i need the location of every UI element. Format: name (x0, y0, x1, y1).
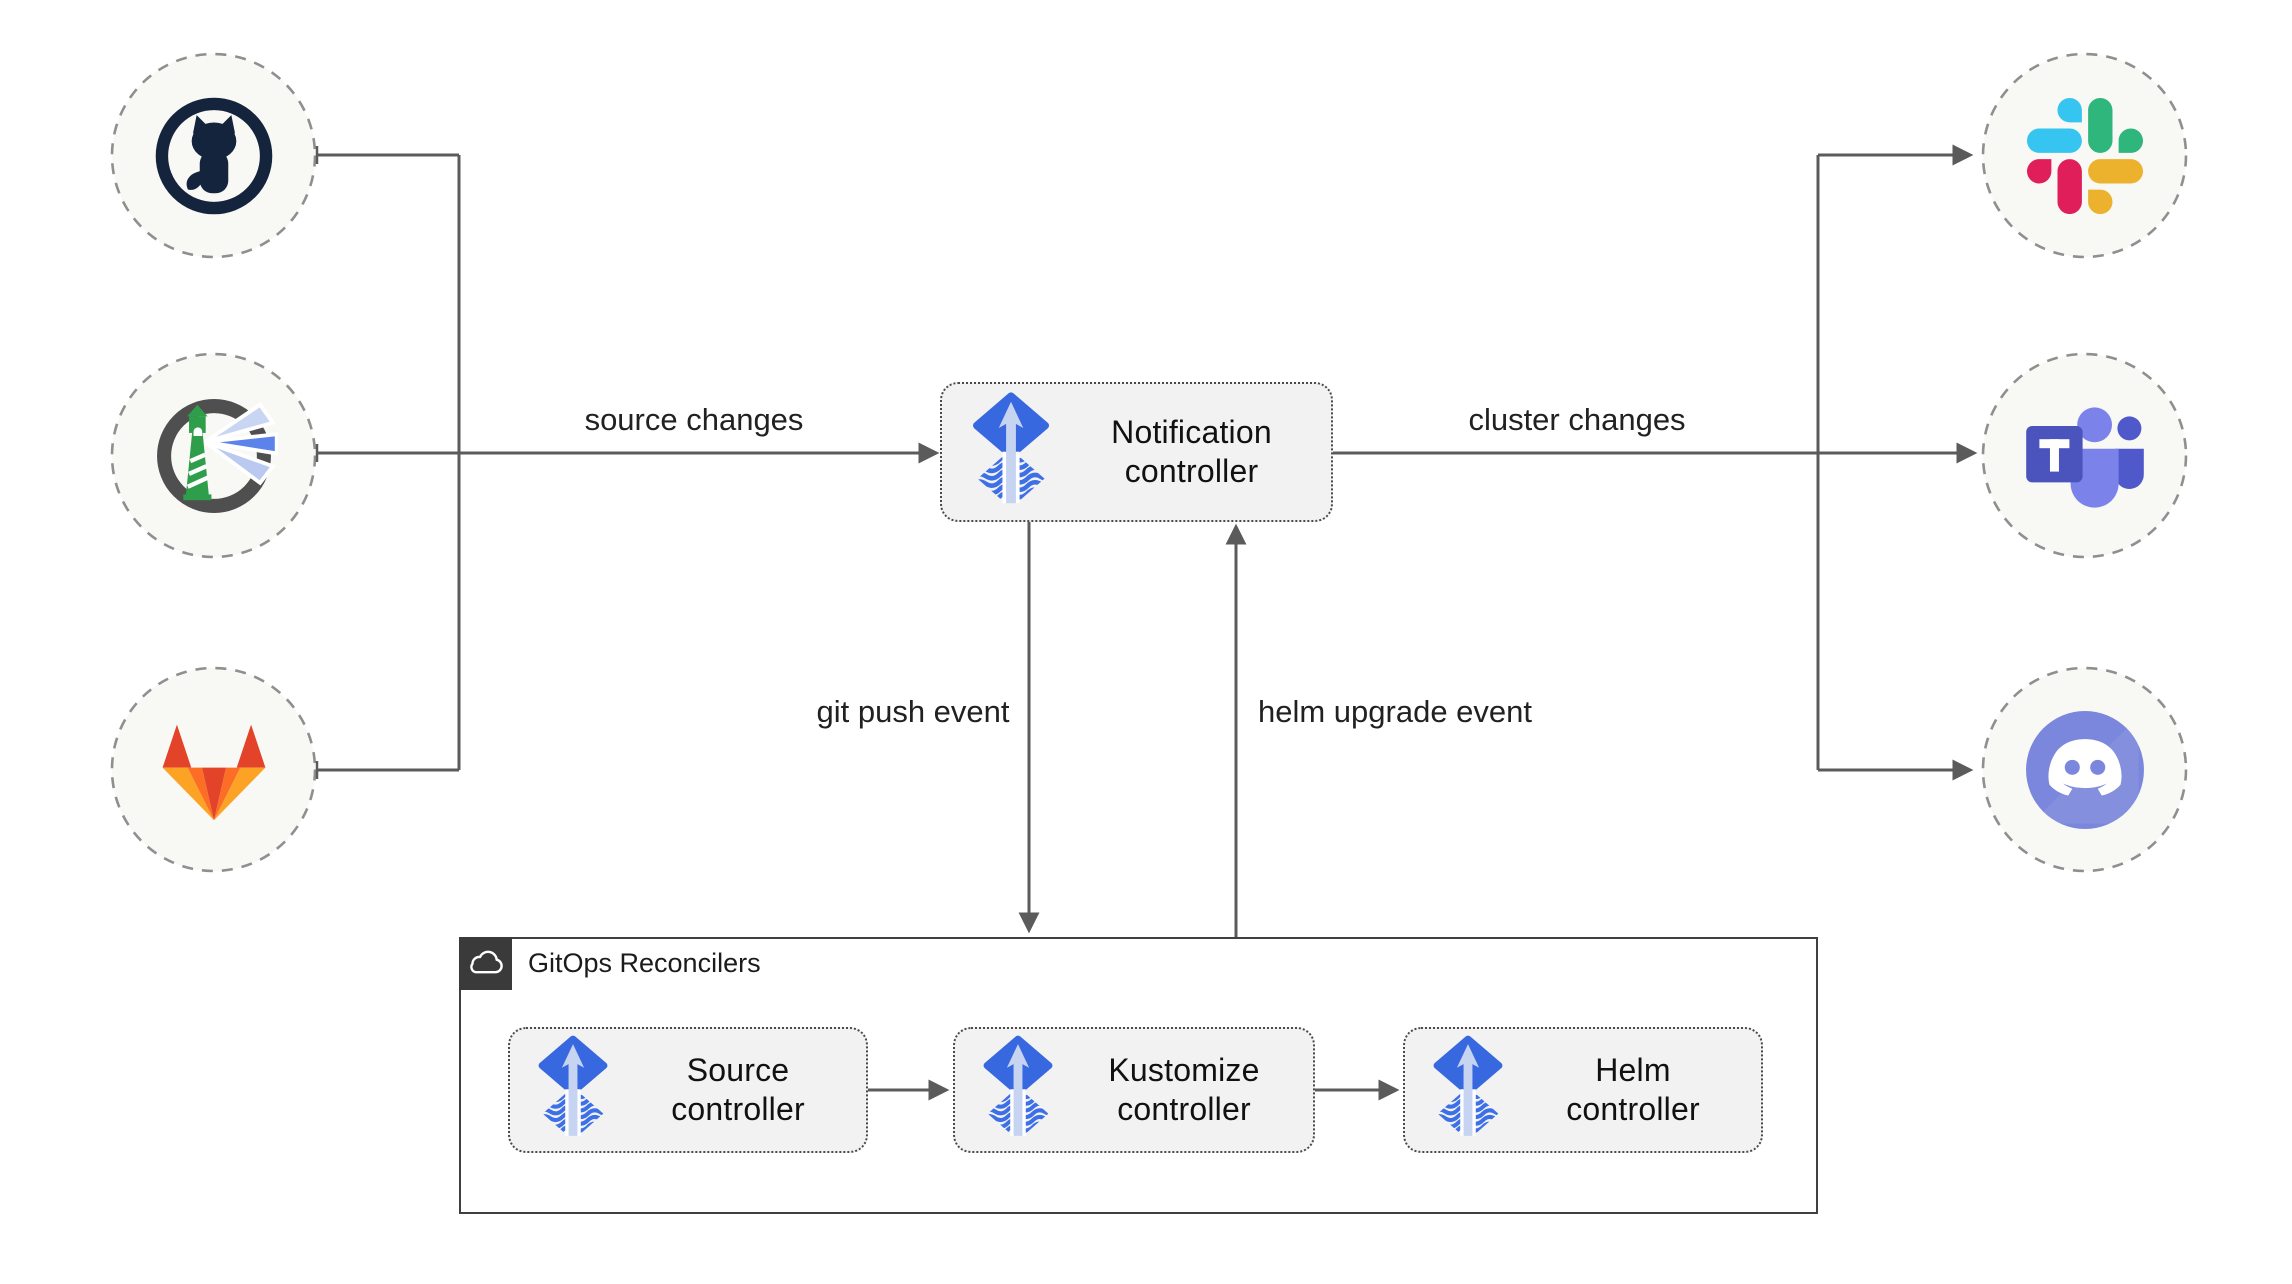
slack-icon (2027, 98, 2143, 214)
node-kustomize-controller: Kustomize controller (953, 1027, 1315, 1153)
edge-label-helm-upgrade-event: helm upgrade event (1258, 694, 1533, 729)
output-node-discord (1981, 666, 2188, 873)
edge-label-git-push-event: git push event (816, 694, 1010, 729)
container-title: GitOps Reconcilers (528, 948, 761, 978)
github-icon (152, 94, 276, 218)
gitlab-icon (154, 715, 274, 825)
flux-icon (970, 392, 1052, 513)
cloud-icon (467, 949, 505, 978)
node-label: Kustomize controller (1108, 1052, 1260, 1127)
flux-icon (1431, 1035, 1505, 1145)
node-label: Notification controller (1111, 414, 1272, 489)
output-node-teams (1981, 352, 2188, 559)
harbor-icon (150, 392, 278, 520)
node-helm-controller: Helm controller (1403, 1027, 1763, 1153)
input-node-gitlab (110, 666, 317, 873)
output-node-slack (1981, 52, 2188, 259)
node-label: Source controller (671, 1052, 805, 1127)
node-source-controller: Source controller (508, 1027, 868, 1153)
flux-icon (536, 1035, 610, 1145)
edge-label-cluster-changes: cluster changes (1468, 402, 1686, 437)
node-notification-controller: Notification controller (940, 382, 1333, 522)
teams-icon (2019, 396, 2151, 516)
input-node-github (110, 52, 317, 259)
input-node-harbor (110, 352, 317, 559)
flux-icon (981, 1035, 1055, 1145)
discord-icon (2018, 703, 2152, 837)
node-label: Helm controller (1566, 1052, 1700, 1127)
edge-label-source-changes: source changes (584, 402, 804, 437)
container-badge (459, 937, 512, 990)
